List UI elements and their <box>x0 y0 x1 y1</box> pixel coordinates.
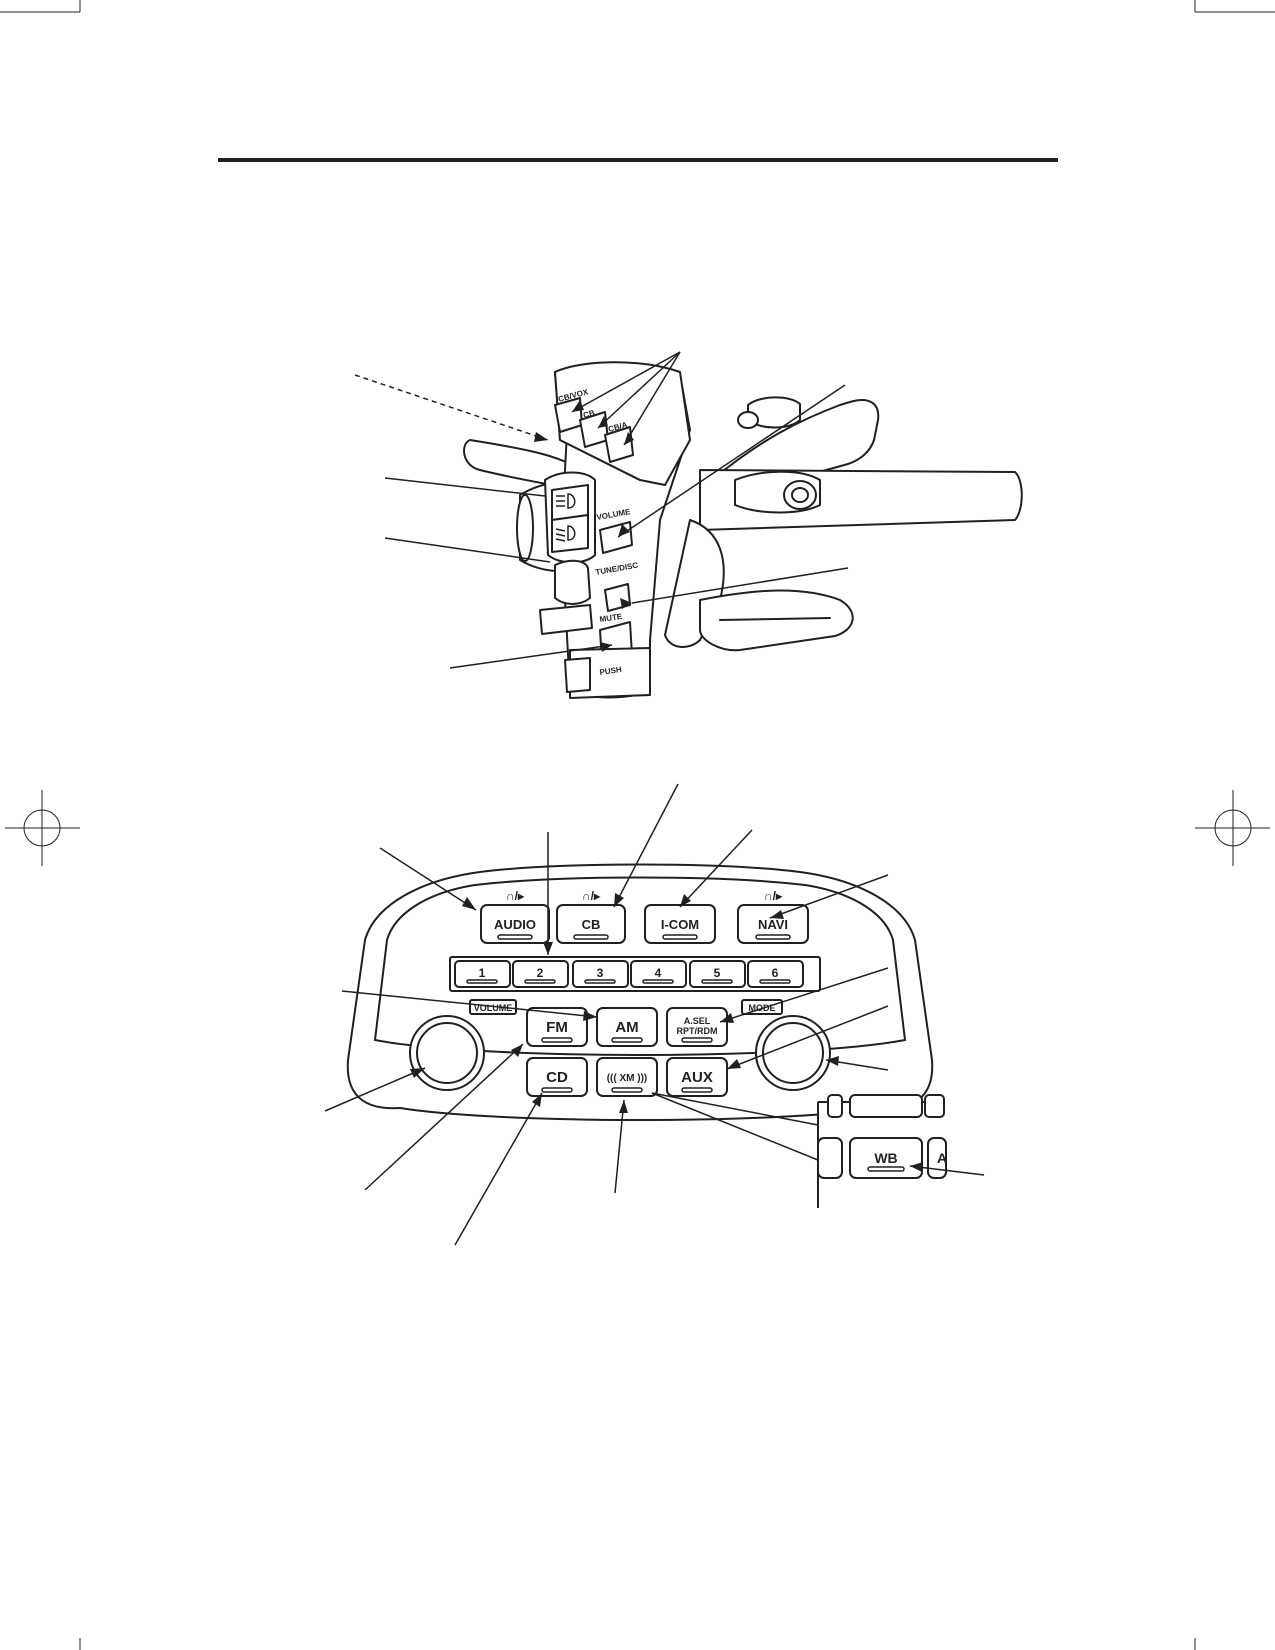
am-label: AM <box>615 1019 638 1036</box>
audio-button[interactable] <box>480 904 550 944</box>
handlebar-arrowheads <box>534 400 634 652</box>
preset-label-3: 3 <box>597 966 604 980</box>
header-rule <box>218 158 1058 162</box>
handlebar-illustration <box>463 361 1023 699</box>
panel-arrowheads <box>410 893 923 1172</box>
headlight-high-icon <box>556 493 576 509</box>
button-indicator-bars <box>466 934 791 1093</box>
headset-speaker-icons: ∩/▸ ∩/▸ ∩/▸ <box>506 889 783 903</box>
navi-button[interactable] <box>737 904 809 944</box>
panel-callouts <box>324 783 985 1246</box>
xm-button[interactable] <box>596 1057 658 1097</box>
fm-button[interactable] <box>526 1007 588 1047</box>
preset-label-6: 6 <box>772 966 779 980</box>
inset-detail <box>817 1094 947 1208</box>
mode-knob-inner <box>762 1022 824 1084</box>
asel-label-line2: RPT/RDM <box>677 1026 718 1036</box>
inset-labels: WB A <box>874 1150 947 1166</box>
i-com-label: I-COM <box>661 917 699 932</box>
aux-label: AUX <box>681 1069 713 1086</box>
inset-partial-label: A <box>937 1150 947 1166</box>
am-button[interactable] <box>596 1007 658 1047</box>
headset-speaker-icon: ∩/▸ <box>506 889 525 903</box>
fm-label: FM <box>546 1019 568 1036</box>
preset-label-5: 5 <box>714 966 721 980</box>
registration-mark-right <box>1195 790 1270 866</box>
preset-label-1: 1 <box>479 966 486 980</box>
handlebar-callouts <box>354 351 849 669</box>
push-label: PUSH <box>599 665 622 677</box>
cd-button[interactable] <box>526 1057 588 1097</box>
headlight-low-icon <box>555 525 576 542</box>
volume-knob-inner <box>416 1022 478 1084</box>
preset-label-4: 4 <box>655 966 662 980</box>
cb-label: CB <box>582 917 601 932</box>
mode-tag-box <box>741 999 783 1015</box>
i-com-button[interactable] <box>644 904 716 944</box>
volume-tag: VOLUME <box>474 1003 513 1013</box>
asel-button[interactable] <box>666 1007 728 1047</box>
audio-panel <box>346 863 934 1121</box>
registration-mark-left <box>5 790 80 866</box>
aux-button[interactable] <box>666 1057 728 1097</box>
cd-label: CD <box>546 1069 568 1086</box>
navi-label: NAVI <box>758 917 788 932</box>
headset-speaker-icon: ∩/▸ <box>582 889 601 903</box>
wb-label: WB <box>874 1150 897 1166</box>
audio-label: AUDIO <box>494 917 536 932</box>
cb-button[interactable] <box>556 904 626 944</box>
headset-speaker-icon: ∩/▸ <box>764 889 783 903</box>
mute-label: MUTE <box>599 612 623 624</box>
panel-button-labels: AUDIO CB I-COM NAVI 1 2 3 4 5 6 FM AM A.… <box>474 917 788 1086</box>
lever-label-cb: CB <box>582 408 596 420</box>
xm-label: ((( XM ))) <box>607 1073 648 1084</box>
asel-label-line1: A.SEL <box>684 1016 711 1026</box>
preset-label-2: 2 <box>537 966 544 980</box>
